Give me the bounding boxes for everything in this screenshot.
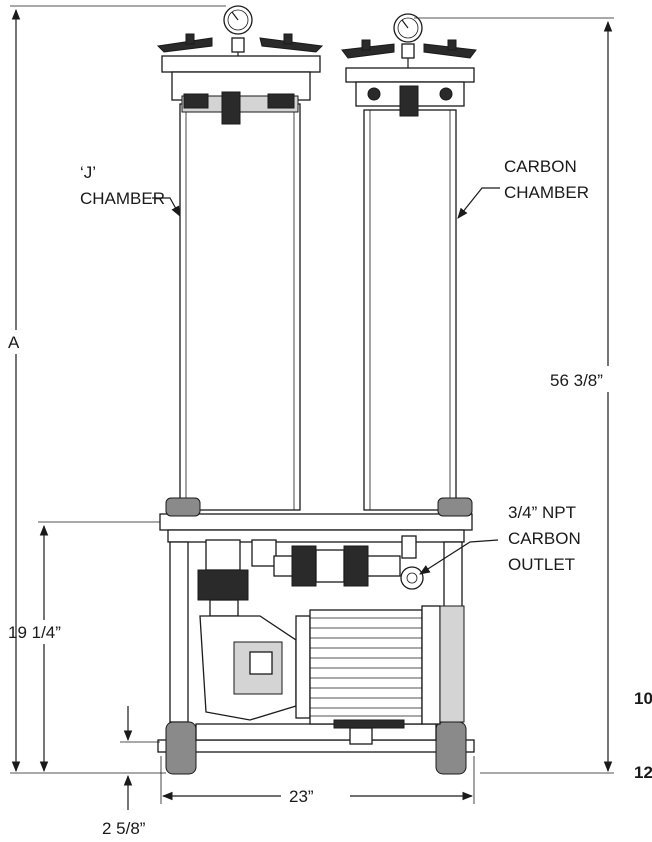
dim-width: 23” [289, 787, 314, 806]
dim-foot-height: 2 5/8” [102, 819, 146, 838]
motor-fins [310, 617, 422, 717]
dim-overall-height: A [8, 333, 20, 352]
j-chamber-label-line2: CHAMBER [80, 189, 165, 208]
carbon-chamber-label-line1: CARBON [504, 157, 577, 176]
plumbing [197, 535, 424, 617]
pump-motor [199, 605, 465, 745]
outlet-label-line2: CARBON [508, 529, 581, 548]
carbon-chamber-label-line2: CHAMBER [504, 183, 589, 202]
j-chamber-label-line1: ‘J’ [80, 163, 96, 182]
pressure-gauge-left [223, 5, 253, 56]
edge-fragment-lower: 12 [634, 763, 652, 782]
dim-column-height: 56 3/8” [550, 371, 603, 390]
dimension-lines [10, 5, 614, 810]
j-chamber-column [156, 5, 324, 511]
pressure-gauge-right [393, 13, 423, 68]
callout-leaders [152, 187, 500, 575]
carbon-chamber-column [341, 13, 477, 511]
outlet-label-line1: 3/4” NPT [508, 503, 576, 522]
outlet-label-line3: OUTLET [508, 555, 575, 574]
edge-fragment-upper: 10 [634, 689, 652, 708]
dim-base-height: 19 1/4” [8, 623, 61, 642]
